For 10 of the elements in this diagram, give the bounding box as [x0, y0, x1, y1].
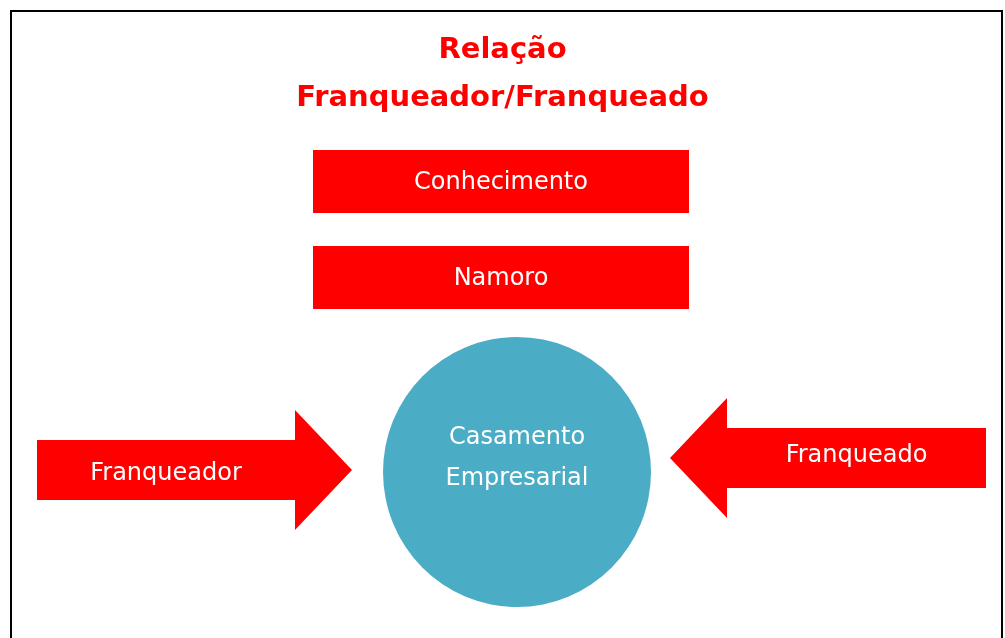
title: Relação Franqueador/Franqueado — [295, 30, 710, 115]
node-label: Franqueador — [90, 456, 242, 488]
node-label: Franqueado — [785, 438, 928, 470]
block-arrow — [670, 398, 986, 518]
node-label: Conhecimento — [414, 166, 588, 197]
node-label: Namoro — [453, 262, 549, 293]
process-box — [313, 246, 689, 309]
process-box — [313, 150, 689, 213]
block-arrow — [37, 410, 352, 530]
node-label: Casamento Empresarial — [444, 421, 590, 493]
